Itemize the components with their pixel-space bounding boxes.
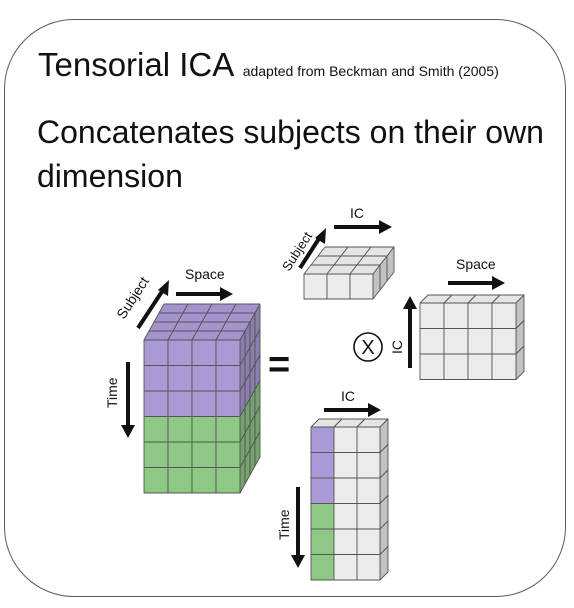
subject-mode-subject-arrow	[298, 228, 326, 270]
front-cell	[356, 503, 381, 530]
front-cell	[310, 503, 335, 530]
space-mode-ic-label: IC	[389, 340, 405, 354]
kronecker-product-symbol: X	[353, 332, 383, 362]
space-arrow	[176, 287, 233, 301]
time-label: Time	[104, 377, 120, 408]
front-cell	[310, 554, 335, 581]
front-cell	[167, 339, 193, 366]
front-cell	[467, 328, 493, 355]
front-cell	[356, 554, 381, 581]
front-cell	[310, 528, 335, 555]
time-mode-ic-label: IC	[341, 388, 355, 404]
equals-symbol: =	[268, 344, 290, 386]
front-cell	[443, 328, 469, 355]
front-cell	[333, 477, 358, 504]
subject-arrow	[136, 280, 169, 330]
front-cell	[215, 339, 241, 366]
front-cell	[215, 365, 241, 392]
front-cell	[356, 477, 381, 504]
front-cell	[215, 441, 241, 468]
front-cell	[215, 467, 241, 494]
front-cell	[303, 273, 328, 300]
front-cell	[143, 467, 169, 494]
front-cell	[167, 441, 193, 468]
front-cell	[143, 365, 169, 392]
space-mode-space-label: Space	[456, 256, 496, 272]
front-cell	[143, 416, 169, 443]
front-cell	[167, 467, 193, 494]
front-cell	[167, 390, 193, 417]
subject-mode-ic-arrow	[334, 220, 392, 234]
front-cell	[333, 426, 358, 453]
time-mode-time-arrow	[291, 487, 305, 568]
front-cell	[419, 353, 445, 380]
title-main: Tensorial ICA	[38, 46, 235, 83]
front-cell	[467, 302, 493, 329]
front-cell	[167, 416, 193, 443]
subject-mode-matrix	[303, 246, 395, 300]
front-cell	[356, 452, 381, 479]
front-cell	[419, 328, 445, 355]
data-tensor	[143, 303, 261, 494]
front-cell	[191, 390, 217, 417]
front-cell	[215, 390, 241, 417]
front-cell	[467, 353, 493, 380]
kron-symbol-text: X	[361, 337, 374, 359]
front-cell	[143, 441, 169, 468]
front-cell	[191, 441, 217, 468]
front-cell	[191, 416, 217, 443]
side-cell	[386, 246, 395, 282]
front-cell	[443, 353, 469, 380]
front-cell	[143, 390, 169, 417]
space-mode-ic-arrow	[403, 296, 417, 368]
front-cell	[491, 302, 517, 329]
front-cell	[419, 302, 445, 329]
slide-title: Tensorial ICA adapted from Beckman and S…	[38, 46, 499, 84]
front-cell	[333, 503, 358, 530]
arrows	[121, 220, 505, 568]
front-cell	[143, 339, 169, 366]
front-cell	[443, 302, 469, 329]
time-mode-ic-arrow	[324, 403, 381, 417]
slide-heading: Concatenates subjects on their own dimen…	[37, 114, 544, 194]
front-cell	[356, 426, 381, 453]
front-cell	[349, 273, 374, 300]
front-cell	[333, 554, 358, 581]
slide-card	[4, 19, 566, 597]
space-label: Space	[185, 266, 225, 282]
front-cell	[310, 477, 335, 504]
front-cell	[191, 365, 217, 392]
time-mode-time-label: Time	[276, 509, 292, 540]
space-mode-space-arrow	[448, 276, 505, 290]
front-cell	[491, 353, 517, 380]
side-cell	[254, 431, 261, 467]
front-cell	[215, 416, 241, 443]
front-cell	[333, 452, 358, 479]
title-citation: adapted from Beckman and Smith (2005)	[242, 63, 499, 79]
time-arrow	[121, 362, 135, 438]
front-cell	[167, 365, 193, 392]
front-cell	[333, 528, 358, 555]
front-cell	[491, 328, 517, 355]
front-cell	[310, 452, 335, 479]
front-cell	[356, 528, 381, 555]
subject-mode-ic-label: IC	[350, 205, 364, 221]
front-cell	[191, 339, 217, 366]
space-mode-matrix	[419, 294, 525, 380]
front-cell	[191, 467, 217, 494]
front-cell	[326, 273, 351, 300]
front-cell	[310, 426, 335, 453]
time-mode-matrix	[310, 418, 389, 581]
